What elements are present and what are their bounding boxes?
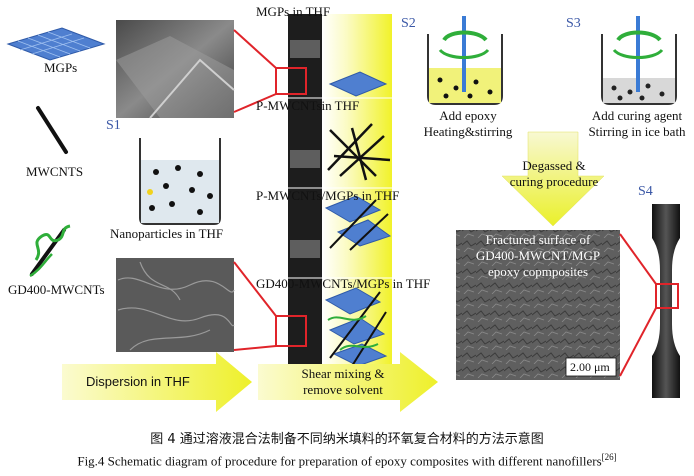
add-curing-line1: Add curing agent [578, 108, 694, 124]
pmwcnts-mgps-label: P-MWCNTs/MGPs in THF [256, 188, 399, 204]
shear-line1: Shear mixing & [288, 366, 398, 382]
step-s3-label: S3 [566, 16, 581, 32]
add-curing-line2: Stirring in ice bath [578, 124, 694, 140]
mgps-in-thf-label: MGPs in THF [256, 4, 330, 20]
beaker-s2 [428, 16, 502, 104]
shear-line2: remove solvent [288, 382, 398, 398]
shear-text: Shear mixing & remove solvent [288, 366, 398, 398]
dispersion-label: Dispersion in THF [86, 374, 190, 389]
mgps-label: MGPs [44, 60, 77, 76]
caption-chinese: 图 4 通过溶液混合法制备不同纳米填料的环氧复合材料的方法示意图 [0, 428, 694, 447]
beaker-s1 [140, 138, 220, 224]
mwcnts-label: MWCNTS [26, 164, 83, 180]
fractured-line1: Fractured surface of [462, 232, 614, 248]
fractured-line2: GD400-MWCNT/MGP [462, 248, 614, 264]
step-s4-label: S4 [638, 184, 653, 200]
degassed-text: Degassed & curing procedure [494, 158, 614, 190]
step-s1-label: S1 [106, 118, 121, 134]
caption-reference: [26] [602, 452, 617, 462]
nanoparticles-label: Nanoparticles in THF [110, 226, 223, 242]
gd400-label: GD400-MWCNTs [8, 282, 105, 298]
caption-english-text: Fig.4 Schematic diagram of procedure for… [77, 453, 601, 468]
gd400-mgps-label: GD400-MWCNTs/MGPs in THF [256, 276, 430, 292]
fractured-line3: epoxy copmposites [462, 264, 614, 280]
mwcnt-tube-icon [38, 108, 66, 152]
add-epoxy-text: Add epoxy Heating&stirring [420, 108, 516, 140]
add-epoxy-line1: Add epoxy [420, 108, 516, 124]
caption-english: Fig.4 Schematic diagram of procedure for… [0, 452, 694, 469]
degassed-line1: Degassed & [494, 158, 614, 174]
step-s2-label: S2 [401, 16, 416, 32]
dogbone-specimen [620, 204, 680, 398]
pmwcnts-in-thf-label: P-MWCNTsin THF [256, 98, 359, 114]
scale-bar-label: 2.00 μm [570, 360, 610, 375]
mgps-sheet-icon [8, 28, 104, 60]
fractured-text: Fractured surface of GD400-MWCNT/MGP epo… [462, 232, 614, 280]
degassed-line2: curing procedure [494, 174, 614, 190]
beaker-s3 [602, 16, 676, 104]
gd400-mwcnt-icon [30, 226, 70, 276]
add-curing-text: Add curing agent Stirring in ice bath [578, 108, 694, 140]
add-epoxy-line2: Heating&stirring [420, 124, 516, 140]
